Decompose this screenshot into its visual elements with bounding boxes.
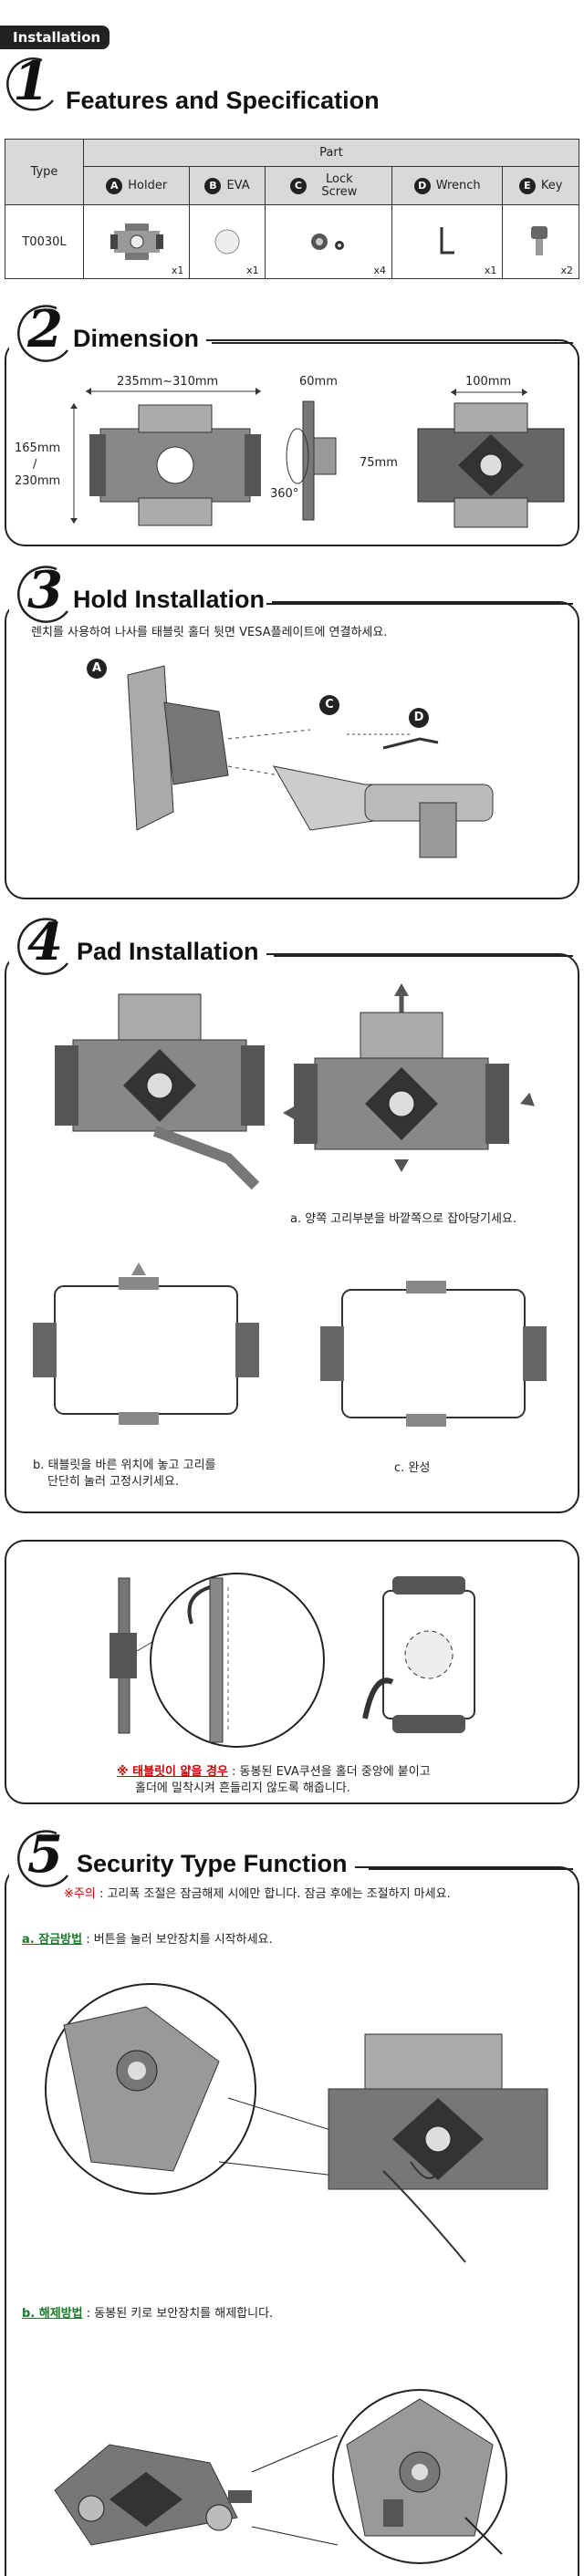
lock-method-text: : 버튼을 눌러 보안장치를 시작하세요. [82,1933,273,1947]
lock-screw-icon [310,234,344,250]
height-arrow [70,403,78,524]
installation-tag: Installation [0,26,110,49]
pad-step-a-right-drawing [283,983,535,1172]
lock-method-label: a. 잠금방법 [22,1933,83,1947]
unlock-method-line: b. 해제방법 : 동봉된 키로 보안장치를 해제합니다. [22,2306,273,2322]
hold-installation-drawing [127,665,494,858]
holder-side-drawing [286,400,337,521]
eva-note-panel [5,1540,579,1804]
dim-width-label: 235mm~310mm [117,375,219,389]
holder-front-drawing [89,404,261,526]
dim-rotation-label: 360° [270,487,299,501]
key-cell: x2 [502,204,579,279]
hold-installation-panel [5,601,579,899]
eva-warning-label: ※ 태블릿이 얇을 경우 [117,1765,228,1779]
eva-note-line-2: 홀더에 밀착시켜 흔들리지 않도록 해줍니다. [135,1781,350,1795]
dimension-panel [5,339,579,546]
number-circle-4 [17,918,68,975]
hold-instruction: 렌치를 사용하여 나사를 태블릿 홀더 뒷면 VESA플레이트에 연결하세요. [31,626,388,639]
pad-step-b-drawing [33,1262,259,1425]
pad-installation-panel [5,953,579,1513]
dim-height-bottom: 230mm [15,474,61,488]
eva-note-line-1: ※ 태블릿이 얇을 경우 : 동봉된 EVA쿠션을 홀더 중앙에 붙이고 [117,1764,431,1780]
key-icon [530,226,548,255]
wrench-cell: x1 [391,204,504,279]
number-circle-3 [17,566,68,623]
section-3-title: Hold Installation [73,586,273,614]
dim-back-height: 75mm [360,456,398,470]
part-header: Part [83,139,579,167]
caution-line: ※주의 : 고리폭 조절은 잠금해제 시에만 합니다. 잠금 후에는 조절하지 … [64,1886,451,1902]
dim-height-sep: / [33,458,37,472]
eva-cushion-icon [214,229,240,254]
callout-a: A [87,659,107,679]
dim-depth-label: 60mm [299,375,338,389]
dim-back-width: 100mm [465,375,512,389]
callout-d: D [409,708,429,728]
pad-step-b-caption-2: 단단히 눌러 고정시키세요. [47,1475,179,1489]
holder-back-drawing [417,402,565,528]
pad-step-b-caption-1: b. 태블릿을 바른 위치에 놓고 고리를 [33,1459,216,1472]
holder-icon [110,223,163,260]
number-circle-1 [6,57,54,111]
eva-front-drawing [362,1576,475,1733]
pad-step-c-caption: c. 완성 [394,1461,431,1475]
back-width-arrow [451,389,527,396]
eva-warning-text: : 동봉된 EVA쿠션을 홀더 중앙에 붙이고 [227,1765,431,1779]
section-4-title: Pad Installation [77,938,266,966]
pad-step-a-caption: a. 양쪽 고리부분을 바깥쪽으로 잡아당기세요. [290,1212,517,1226]
type-header: Type [5,139,84,205]
eva-side-drawing [110,1573,325,1748]
section-1-title: Features and Specification [66,87,380,114]
caution-text: : 고리폭 조절은 잠금해제 시에만 합니다. 잠금 후에는 조절하지 마세요. [95,1887,451,1901]
unlock-method-label: b. 해제방법 [22,2307,83,2321]
number-circle-2 [17,305,68,362]
number-circle-5 [17,1830,68,1887]
eva-cell: x1 [189,204,266,279]
section-5-title: Security Type Function [77,1850,355,1878]
unlock-method-text: : 동봉된 키로 보안장치를 해제합니다. [82,2307,274,2321]
model-cell: T0030L [5,204,84,279]
pad-step-a-left-drawing [55,993,265,1190]
lock-method-line: a. 잠금방법 : 버튼을 눌러 보안장치를 시작하세요. [22,1932,273,1948]
callout-c: C [319,695,339,715]
holder-cell: x1 [82,204,191,279]
section-2-title: Dimension [73,325,207,353]
lock-method-drawing [45,1983,548,2263]
caution-label: ※주의 [64,1887,96,1901]
lock-screw-cell: x4 [264,204,393,279]
width-arrow [86,388,261,395]
pad-step-c-drawing [320,1281,547,1427]
wrench-icon [440,227,455,254]
dim-height-top: 165mm [15,441,61,455]
unlock-method-drawing [54,2389,507,2564]
